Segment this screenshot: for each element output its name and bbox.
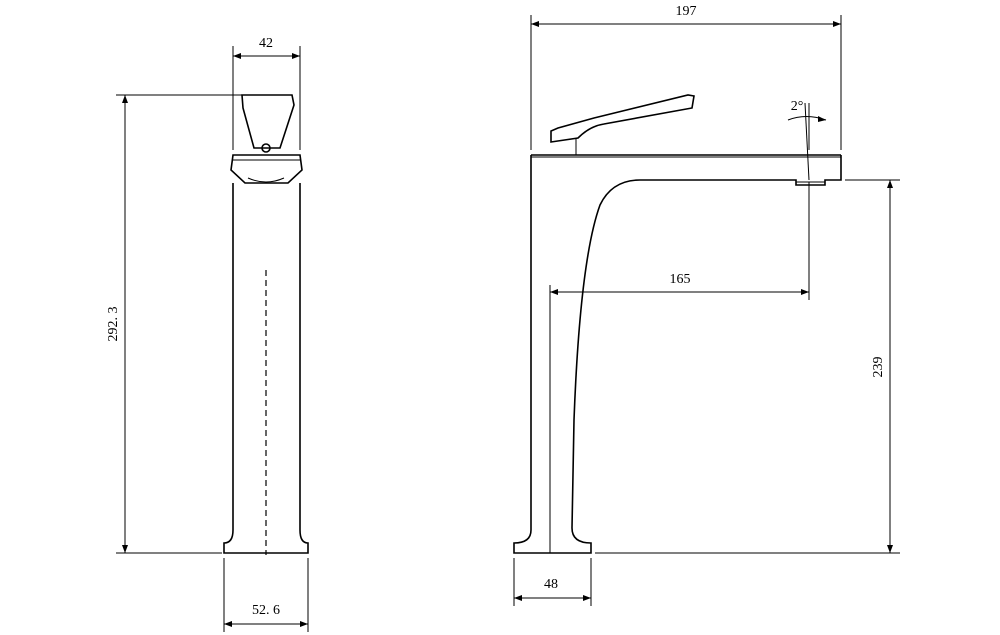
dim-spout-tilt-angle: 2° [791, 99, 804, 114]
dim-front-top-width: 42 [259, 36, 273, 51]
dim-spout-reach: 165 [670, 272, 691, 287]
dim-side-total-length: 197 [676, 4, 697, 19]
dim-front-base-width: 52. 6 [252, 603, 280, 618]
dim-spout-height: 239 [871, 357, 886, 378]
front-handle-screw [261, 143, 271, 153]
dim-front-total-height: 292. 3 [106, 307, 121, 342]
dim-side-base-width: 48 [544, 577, 558, 592]
front-handle [241, 94, 295, 149]
side-lever-handle [550, 94, 695, 143]
side-body-outline [513, 155, 842, 554]
front-body [223, 183, 309, 554]
front-cap [230, 154, 303, 184]
side-view: 2° 197 165 239 48 [513, 4, 900, 606]
front-view: 42 292. 3 52. 6 [106, 36, 309, 632]
